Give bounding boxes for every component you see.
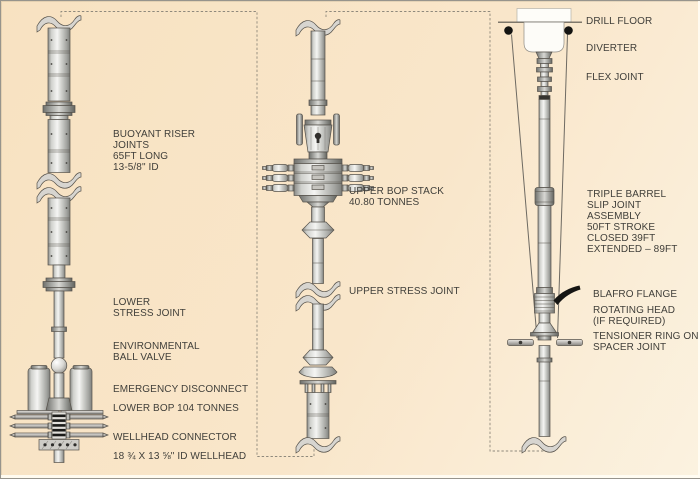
accumulator-bottles bbox=[27, 365, 93, 414]
middle-riser-assembly bbox=[262, 19, 374, 454]
label-environmental-ball-valve: ENVIRONMENTAL BALL VALVE bbox=[113, 341, 200, 363]
label-lower-bop: LOWER BOP 104 TONNES bbox=[113, 403, 239, 414]
disc-flange bbox=[298, 366, 338, 378]
riser-coupling-flange bbox=[42, 101, 76, 120]
tensioner-sheave-left bbox=[504, 26, 513, 35]
label-blafro-flange: BLAFRO FLANGE bbox=[593, 289, 678, 300]
continuation-connector-lines bbox=[60, 11, 544, 457]
upper-stress-joint-pipe bbox=[312, 238, 324, 284]
tensioner-line-left bbox=[511, 34, 538, 339]
lower-stress-joint-pipe bbox=[51, 290, 67, 359]
riser-adapter-studs bbox=[299, 380, 337, 393]
label-tensioner-ring: TENSIONER RING ON SPACER JOINT bbox=[593, 331, 699, 353]
label-flex-joint: FLEX JOINT bbox=[586, 72, 644, 83]
bop-side-valves bbox=[262, 164, 374, 192]
label-drill-floor: DRILL FLOOR bbox=[586, 16, 653, 27]
label-emergency-disconnect: EMERGENCY DISCONNECT bbox=[113, 384, 249, 395]
flex-joint-stack bbox=[536, 58, 553, 100]
upper-bop-body bbox=[293, 158, 343, 196]
buoyant-riser-joint-mid bbox=[47, 119, 71, 173]
label-diverter: DIVERTER bbox=[586, 43, 638, 54]
pipe-below-ball-valve bbox=[53, 372, 65, 399]
rotating-head-graphic bbox=[530, 287, 559, 341]
left-riser-assembly bbox=[9, 15, 109, 463]
right-riser-assembly bbox=[498, 8, 583, 454]
marine-riser-pipe-upper bbox=[308, 30, 328, 116]
blafro-flange-pointer bbox=[553, 285, 581, 305]
label-wellhead-size: 18 ¾ X 13 ⅝" ID WELLHEAD bbox=[113, 451, 247, 462]
pipe-neck bbox=[52, 264, 66, 279]
pipe-break-symbol bbox=[36, 172, 82, 190]
environmental-ball-valve-graphic bbox=[50, 357, 68, 374]
tensioner-ring-graphic bbox=[507, 339, 583, 346]
keyhole-mark bbox=[314, 132, 322, 143]
pipe-break-symbol bbox=[295, 281, 341, 299]
tensioner-sheave-right bbox=[564, 26, 573, 35]
riser-coupling-flange-2 bbox=[42, 277, 76, 292]
diamond-flange-lower bbox=[302, 349, 334, 366]
label-slip-joint-assembly: TRIPLE BARREL SLIP JOINT ASSEMBLY 50FT S… bbox=[587, 189, 678, 255]
label-rotating-head: ROTATING HEAD (IF REQUIRED) bbox=[593, 305, 676, 327]
riser-joint-bottom bbox=[306, 392, 330, 439]
label-upper-stress-joint: UPPER STRESS JOINT bbox=[349, 286, 460, 297]
label-wellhead-connector: WELLHEAD CONNECTOR bbox=[113, 432, 237, 443]
pipe bbox=[311, 206, 325, 224]
spacer-joint-pipe bbox=[536, 345, 553, 437]
label-upper-bop-stack: UPPER BOP STACK 40.80 TONNES bbox=[349, 186, 445, 208]
pipe-break-symbol bbox=[521, 436, 567, 454]
diamond-flange-upper bbox=[301, 221, 335, 239]
diverter-neck bbox=[535, 51, 553, 59]
rig-substructure-block bbox=[516, 8, 572, 23]
bop-lower-housing bbox=[298, 195, 338, 208]
emergency-disconnect-connector bbox=[45, 397, 73, 411]
buoyant-riser-joint-lower bbox=[47, 197, 71, 266]
upper-stress-joint-pipe-lower bbox=[312, 303, 324, 351]
pipe-break-symbol bbox=[295, 436, 341, 454]
slip-joint-barrels bbox=[534, 99, 555, 288]
wellhead-connector-graphic bbox=[38, 439, 80, 463]
label-lower-stress-joint: LOWER STRESS JOINT bbox=[113, 297, 186, 319]
buoyant-riser-joint-upper bbox=[47, 27, 71, 102]
lower-bop-rams bbox=[9, 410, 109, 440]
diverter-housing bbox=[523, 21, 565, 53]
flex-joint-funnel bbox=[296, 113, 340, 160]
label-buoyant-riser-joints: BUOYANT RISER JOINTS 65FT LONG 13-5/8" I… bbox=[113, 129, 196, 173]
tensioner-line-right bbox=[557, 34, 568, 339]
